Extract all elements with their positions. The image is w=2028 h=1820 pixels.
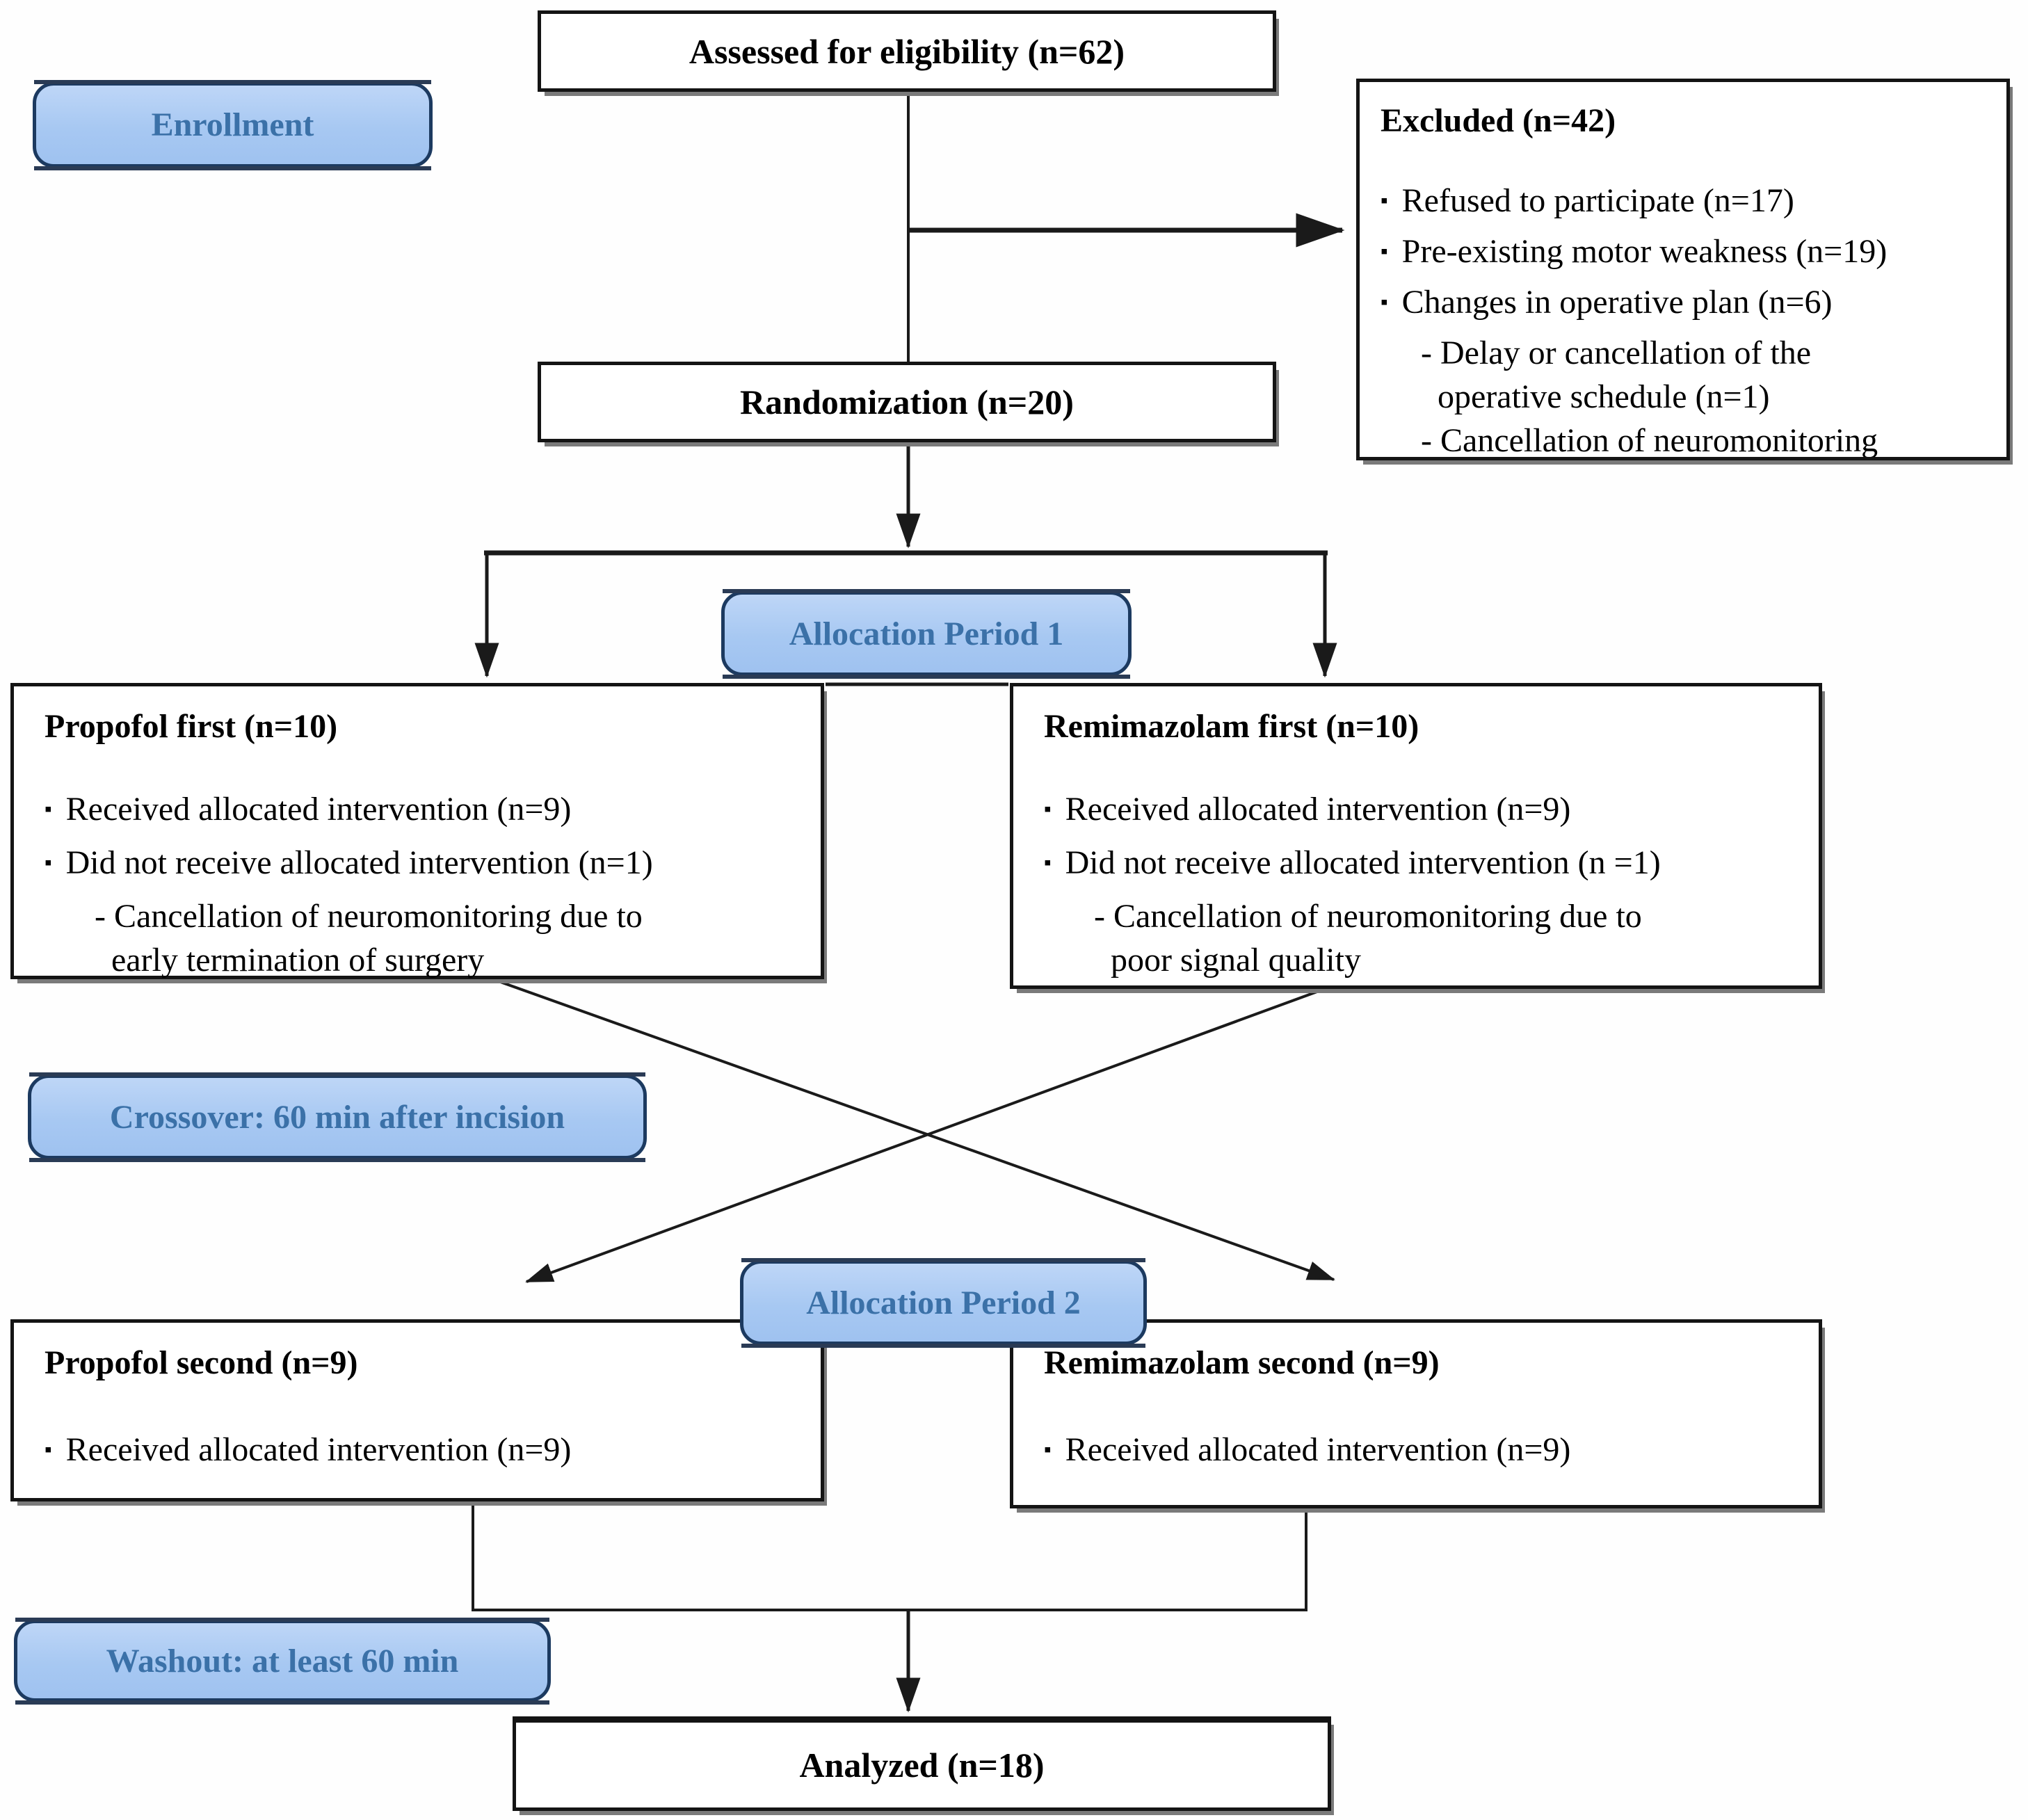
enrollment-stage-label: Enrollment — [33, 80, 433, 170]
randomization-label: Randomization (n=20) — [740, 382, 1074, 421]
propofol-first-sub-line1: - Cancellation of neuromonitoring due to — [95, 898, 643, 935]
remimazolam-first-bullet-received-text: Received allocated intervention (n=9) — [1065, 791, 1571, 828]
remimazolam-first-box: Remimazolam first (n=10) ▪ Received allo… — [1010, 683, 1822, 989]
crossover-stage-label: Crossover: 60 min after incision — [28, 1072, 647, 1162]
randomization-box: Randomization (n=20) — [538, 362, 1276, 442]
crossover-stage-text: Crossover: 60 min after incision — [109, 1098, 565, 1136]
assessed-eligibility-label: Assessed for eligibility (n=62) — [689, 31, 1125, 71]
excluded-sub-delay-line1: - Delay or cancellation of the — [1421, 335, 1812, 371]
remimazolam-second-box: Remimazolam second (n=9) ▪ Received allo… — [1010, 1319, 1822, 1508]
propofol-second-title: Propofol second (n=9) — [45, 1344, 358, 1381]
propofol-first-title: Propofol first (n=10) — [45, 708, 338, 745]
crossover-arrow-propofol-to-remimazolam — [486, 976, 1335, 1281]
remimazolam-first-sub-line1: - Cancellation of neuromonitoring due to — [1094, 898, 1642, 935]
propofol-first-sub-line2: early termination of surgery — [111, 942, 485, 979]
bullet-square-icon: ▪ — [45, 851, 52, 874]
analyzed-label: Analyzed (n=18) — [799, 1746, 1045, 1785]
remimazolam-second-bullet-received: ▪ Received allocated intervention (n=9) — [1044, 1428, 1788, 1472]
remimazolam-second-bullet-received-text: Received allocated intervention (n=9) — [1065, 1431, 1571, 1468]
excluded-bullet-weakness: ▪ Pre-existing motor weakness (n=19) — [1381, 229, 1986, 273]
propofol-first-bullet-notreceived: ▪ Did not receive allocated intervention… — [45, 841, 790, 885]
bullet-square-icon: ▪ — [45, 798, 52, 821]
bullet-square-icon: ▪ — [1044, 851, 1052, 874]
remimazolam-first-title: Remimazolam first (n=10) — [1044, 708, 1419, 745]
bullet-square-icon: ▪ — [1044, 1438, 1052, 1461]
excluded-bullet-plan-text: Changes in operative plan (n=6) — [1401, 284, 1833, 321]
allocation-period-1-stage-label: Allocation Period 1 — [721, 589, 1132, 679]
propofol-first-box: Propofol first (n=10) ▪ Received allocat… — [10, 683, 824, 979]
excluded-box: Excluded (n=42) ▪ Refused to participate… — [1356, 79, 2010, 460]
propofol-second-bullet-received-text: Received allocated intervention (n=9) — [65, 1431, 572, 1468]
allocation-period-2-text: Allocation Period 2 — [806, 1284, 1081, 1321]
bullet-square-icon: ▪ — [1044, 798, 1052, 821]
remimazolam-first-sub-line2: poor signal quality — [1111, 942, 1361, 979]
assessed-eligibility-box: Assessed for eligibility (n=62) — [538, 10, 1276, 92]
propofol-second-bullet-received: ▪ Received allocated intervention (n=9) — [45, 1428, 790, 1472]
remimazolam-first-bullet-received: ▪ Received allocated intervention (n=9) — [1044, 787, 1788, 831]
propofol-first-bullet-received-text: Received allocated intervention (n=9) — [65, 791, 572, 828]
excluded-bullet-refused: ▪ Refused to participate (n=17) — [1381, 179, 1986, 223]
propofol-first-bullet-received: ▪ Received allocated intervention (n=9) — [45, 787, 790, 831]
remimazolam-second-title: Remimazolam second (n=9) — [1044, 1344, 1440, 1381]
excluded-bullet-plan: ▪ Changes in operative plan (n=6) — [1381, 280, 1986, 324]
bullet-square-icon: ▪ — [1381, 189, 1388, 212]
bullet-square-icon: ▪ — [45, 1438, 52, 1461]
excluded-sub-delay-line2: operative schedule (n=1) — [1438, 378, 1770, 415]
excluded-title: Excluded (n=42) — [1381, 102, 1616, 139]
allocation-period-2-stage-label: Allocation Period 2 — [740, 1258, 1147, 1348]
washout-stage-text: Washout: at least 60 min — [106, 1642, 459, 1680]
excluded-bullet-weakness-text: Pre-existing motor weakness (n=19) — [1401, 233, 1888, 270]
propofol-first-bullet-notreceived-text: Did not receive allocated intervention (… — [65, 844, 653, 881]
enrollment-stage-text: Enrollment — [151, 106, 314, 143]
bullet-square-icon: ▪ — [1381, 291, 1388, 314]
crossover-arrow-remimazolam-to-propofol — [525, 986, 1329, 1283]
remimazolam-first-bullet-notreceived: ▪ Did not receive allocated intervention… — [1044, 841, 1788, 885]
excluded-bullet-refused-text: Refused to participate (n=17) — [1401, 182, 1794, 219]
analyzed-box: Analyzed (n=18) — [513, 1716, 1331, 1811]
excluded-sub-cancellation: - Cancellation of neuromonitoring — [1421, 422, 1878, 459]
allocation-period-1-text: Allocation Period 1 — [789, 615, 1064, 652]
bullet-square-icon: ▪ — [1381, 240, 1388, 263]
washout-stage-label: Washout: at least 60 min — [14, 1618, 551, 1705]
remimazolam-first-bullet-notreceived-text: Did not receive allocated intervention (… — [1065, 844, 1661, 881]
propofol-second-box: Propofol second (n=9) ▪ Received allocat… — [10, 1319, 824, 1501]
